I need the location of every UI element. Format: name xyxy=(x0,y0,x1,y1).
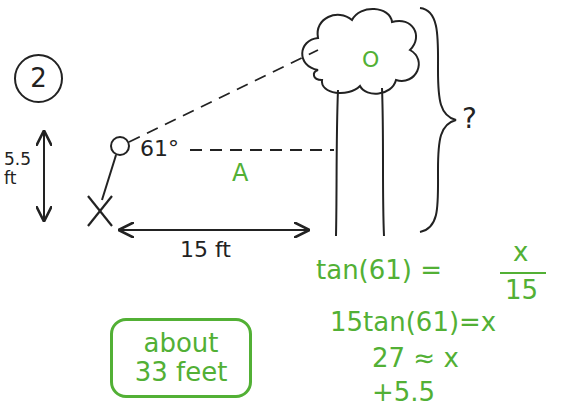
fraction-numerator: x xyxy=(513,238,528,267)
person-body xyxy=(88,196,112,226)
answer-text: about 33 feet xyxy=(125,329,237,386)
fraction-bar xyxy=(500,272,546,274)
equation: 27 ≈ x xyxy=(372,344,459,373)
equation: tan(61) = xyxy=(316,256,442,285)
tree-trunk xyxy=(336,90,338,236)
angle-label: 61° xyxy=(140,137,179,161)
equation: 15tan(61)=x xyxy=(330,308,496,337)
distance-dimension: 15 ft xyxy=(180,238,231,262)
answer-box: about 33 feet xyxy=(110,318,252,398)
side-label: O xyxy=(362,48,379,72)
height-bracket xyxy=(420,8,456,232)
unknown-mark: ? xyxy=(462,104,477,135)
callout-number: 2 xyxy=(30,64,47,93)
distance-arrow xyxy=(120,229,308,231)
sight-line xyxy=(129,50,318,142)
equation: +5.5 xyxy=(372,378,435,407)
person-neck xyxy=(102,155,116,200)
tree-canopy xyxy=(302,9,419,94)
fraction-denominator: 15 xyxy=(505,276,538,305)
side-label: A xyxy=(232,160,248,186)
horizontal-line xyxy=(190,149,334,151)
height-arrow xyxy=(43,132,45,220)
height-dimension: 5.5 ft xyxy=(4,150,38,187)
person-head xyxy=(111,137,129,155)
tree-trunk xyxy=(382,88,384,236)
problem-number-circle: 2 xyxy=(14,54,63,103)
person-body xyxy=(88,196,112,226)
